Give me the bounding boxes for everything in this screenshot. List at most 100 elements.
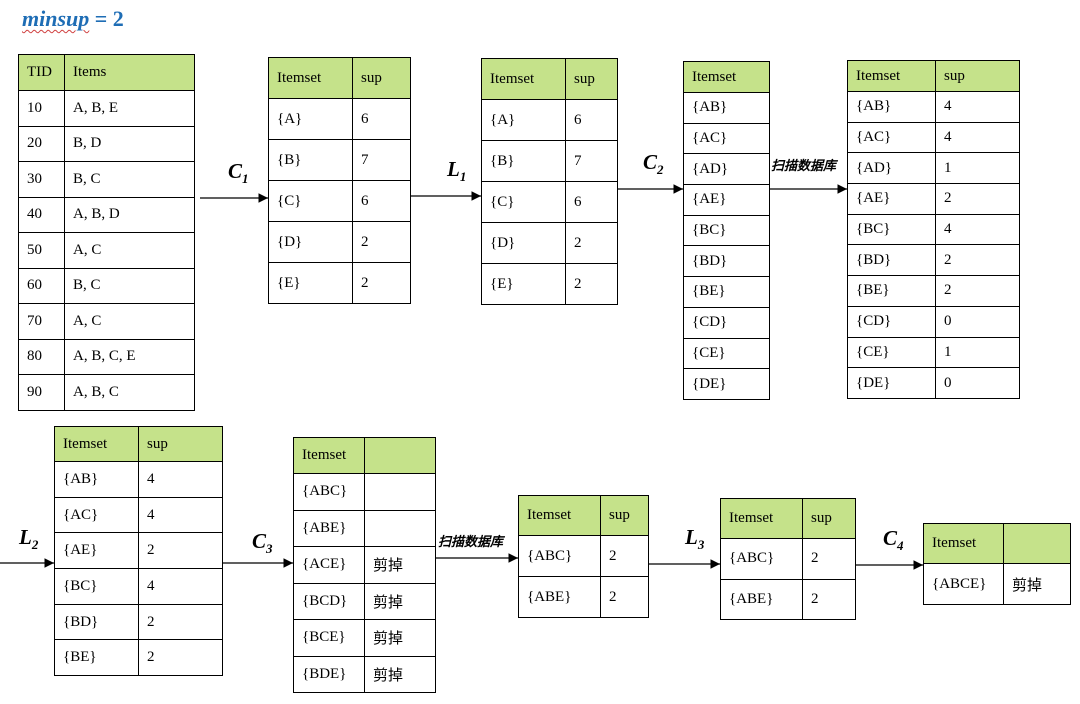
table-row: {BE}2 xyxy=(847,275,1020,307)
value-cell: A, C xyxy=(64,232,195,269)
value-cell: 2 xyxy=(352,262,411,304)
itemset-cell: {BE} xyxy=(54,639,139,677)
itemset-cell: {A} xyxy=(481,99,566,141)
table-row: {BC}4 xyxy=(847,213,1020,246)
table-row: {ABE} xyxy=(293,509,436,547)
candidate-3-itemset-pruning-table: Itemset{ABC}{ABE}{ACE}剪掉{BCD}剪掉{BCE}剪掉{B… xyxy=(293,437,436,693)
column-header: Itemset xyxy=(923,523,1004,564)
table-row: {BDE}剪掉 xyxy=(293,655,436,693)
table-row: {CD} xyxy=(683,306,770,339)
itemset-cell: {AB} xyxy=(683,92,770,124)
itemset-cell: {CE} xyxy=(847,336,936,369)
itemset-cell: {BD} xyxy=(54,603,139,641)
column-header: sup xyxy=(935,60,1020,92)
itemset-cell: {AC} xyxy=(847,121,936,154)
column-header: Itemset xyxy=(481,58,566,100)
value-cell: 2 xyxy=(935,183,1020,215)
table-row: {AD} xyxy=(683,153,770,186)
header-row: Itemset xyxy=(923,523,1071,564)
column-header: Itemset xyxy=(847,60,936,92)
column-header xyxy=(1003,523,1071,564)
itemset-cell: {AD} xyxy=(847,152,936,185)
label-c1: C1 xyxy=(228,159,249,187)
column-header xyxy=(364,437,436,474)
scan-database-label-2: 扫描数据库 xyxy=(438,535,504,550)
table-row: {BCE}剪掉 xyxy=(293,619,436,657)
value-cell: 7 xyxy=(565,140,618,182)
label-l2: L2 xyxy=(19,525,39,553)
column-header: Itemset xyxy=(268,57,353,99)
itemset-cell: {ABCE} xyxy=(923,563,1004,605)
table-row: {AE}2 xyxy=(54,532,223,570)
column-header: Itemset xyxy=(720,498,803,539)
itemset-cell: {ABC} xyxy=(293,473,365,511)
table-row: {AC}4 xyxy=(54,496,223,534)
table-row: {CE}1 xyxy=(847,336,1020,369)
table-row: {AC} xyxy=(683,122,770,155)
table-row: {ABC}2 xyxy=(518,535,649,577)
table-row: {DE} xyxy=(683,368,770,400)
value-cell: 2 xyxy=(565,263,618,305)
table-row: {BD}2 xyxy=(54,603,223,641)
itemset-cell: 90 xyxy=(18,374,65,411)
itemset-cell: {AE} xyxy=(683,184,770,216)
table-row: {D}2 xyxy=(481,222,618,264)
itemset-cell: {BE} xyxy=(683,276,770,308)
value-cell: 剪掉 xyxy=(364,582,436,620)
value-cell: 2 xyxy=(600,576,649,618)
itemset-cell: {ABE} xyxy=(720,578,803,620)
table-row: {AB} xyxy=(683,92,770,124)
value-cell: 6 xyxy=(565,181,618,223)
itemset-cell: {B} xyxy=(268,139,353,181)
itemset-cell: {BE} xyxy=(847,275,936,307)
value-cell: 剪掉 xyxy=(364,546,436,584)
itemset-cell: {BD} xyxy=(847,244,936,277)
column-header: Itemset xyxy=(518,495,601,536)
itemset-cell: {BC} xyxy=(54,568,139,605)
value-cell: A, B, C xyxy=(64,374,195,411)
itemset-cell: {BCD} xyxy=(293,582,365,620)
table-row: {BD}2 xyxy=(847,244,1020,277)
table-row: {A}6 xyxy=(481,99,618,141)
label-l3: L3 xyxy=(685,525,705,553)
table-row: {BE}2 xyxy=(54,639,223,677)
value-cell xyxy=(364,509,436,547)
table-row: {E}2 xyxy=(481,263,618,305)
itemset-cell: {BC} xyxy=(683,214,770,247)
value-cell: 2 xyxy=(600,535,649,577)
value-cell: 2 xyxy=(802,578,856,620)
itemset-cell: 10 xyxy=(18,90,65,127)
value-cell: 2 xyxy=(802,538,856,580)
table-row: {D}2 xyxy=(268,221,411,263)
itemset-cell: {AB} xyxy=(54,461,139,498)
value-cell: 2 xyxy=(935,275,1020,307)
value-cell xyxy=(364,473,436,511)
itemset-cell: 80 xyxy=(18,338,65,375)
value-cell: 2 xyxy=(565,222,618,264)
itemset-cell: {B} xyxy=(481,140,566,182)
value-cell: 4 xyxy=(138,496,223,534)
itemset-cell: {A} xyxy=(268,98,353,140)
itemset-cell: 30 xyxy=(18,161,65,198)
table-row: {E}2 xyxy=(268,262,411,304)
value-cell: 剪掉 xyxy=(364,619,436,657)
itemset-cell: {CE} xyxy=(683,337,770,370)
table-row: {CD}0 xyxy=(847,305,1020,338)
itemset-cell: {BC} xyxy=(847,213,936,246)
itemset-cell: {DE} xyxy=(683,368,770,400)
value-cell: 4 xyxy=(138,568,223,605)
column-header: sup xyxy=(802,498,856,539)
table-row: {C}6 xyxy=(268,180,411,222)
itemset-cell: {ABC} xyxy=(518,535,601,577)
